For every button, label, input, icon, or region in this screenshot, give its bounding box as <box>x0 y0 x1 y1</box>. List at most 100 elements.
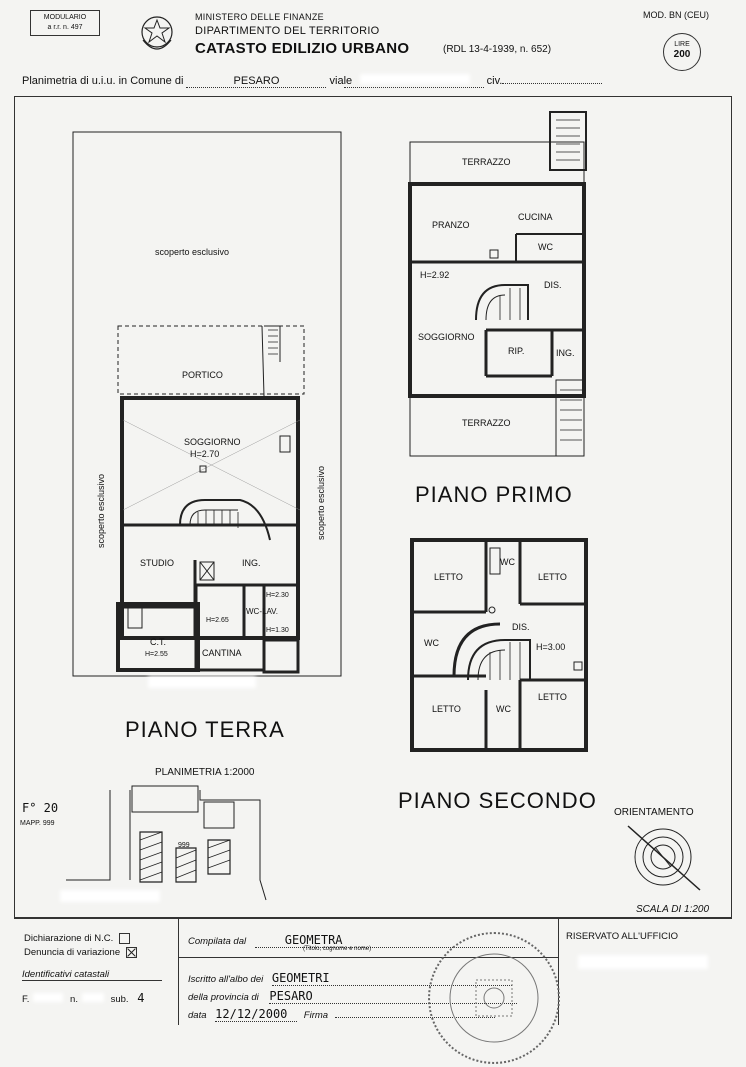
f-label: F. <box>22 994 30 1005</box>
identificativi-row: F. n. sub. 4 <box>22 991 172 1005</box>
lire-stamp: LIRE 200 <box>663 33 701 71</box>
department-name: DIPARTIMENTO DEL TERRITORIO <box>195 25 380 37</box>
republic-emblem-icon <box>141 16 173 50</box>
modulario-code: a r.r. n. 497 <box>47 24 83 31</box>
identificativi-label: Identificativi catastali <box>22 969 162 981</box>
terra-studio: STUDIO <box>140 558 174 568</box>
primo-wc: WC <box>538 242 553 252</box>
data-value: 12/12/2000 <box>215 1007 298 1022</box>
dichiarazione-checkbox <box>119 933 131 944</box>
terra-wc-lav: WC-LAV. <box>246 607 278 616</box>
terra-h-soggiorno: H=2.70 <box>190 449 219 459</box>
secondo-h: H=3.00 <box>536 642 565 652</box>
terra-ct: C.T. <box>150 637 166 647</box>
secondo-dis: DIS. <box>512 622 530 632</box>
terra-cantina: CANTINA <box>202 648 242 658</box>
terra-lot-outline <box>72 131 342 677</box>
document-title: CATASTO EDILIZIO URBANO <box>195 40 410 57</box>
footer-panel: Dichiarazione di N.C. Denuncia di variaz… <box>14 918 732 1025</box>
official-stamp <box>428 932 560 1064</box>
dichiarazione-label: Dichiarazione di N.C. <box>24 933 114 945</box>
stamp-seal-icon <box>449 953 539 1043</box>
terra-scoperto: scoperto esclusivo <box>155 247 229 257</box>
via-label: via <box>329 75 344 87</box>
provincia-value: PESARO <box>269 989 518 1004</box>
primo-h: H=2.92 <box>420 270 449 280</box>
terra-scoperto-left: scoperto esclusivo <box>96 474 106 548</box>
terra-house-walls <box>120 396 300 640</box>
compilata-label: Compilata dal <box>188 936 247 947</box>
lire-label: LIRE <box>674 41 690 48</box>
planimetria-2000-label: PLANIMETRIA 1:2000 <box>155 767 255 778</box>
footer-left-cell: Dichiarazione di N.C. Denuncia di variaz… <box>14 919 179 1025</box>
primo-dis: DIS. <box>544 280 562 290</box>
modulario-box: MODULARIO a r.r. n. 497 <box>30 10 100 36</box>
mapp-small-label: 999 <box>178 842 190 849</box>
modulario-label: MODULARIO <box>43 14 87 21</box>
secondo-house-walls <box>410 538 588 752</box>
law-reference: (RDL 13-4-1939, n. 652) <box>443 44 552 55</box>
secondo-wc-1: WC <box>500 557 515 567</box>
firma-label: Firma <box>303 1010 329 1021</box>
secondo-letto-2: LETTO <box>538 572 567 582</box>
secondo-letto-3: LETTO <box>432 704 461 714</box>
terra-h-cantina: H=2.65 <box>206 617 229 624</box>
piano-primo-title: PIANO PRIMO <box>415 482 573 507</box>
model-code: MOD. BN (CEU) <box>643 10 709 20</box>
terra-portico: PORTICO <box>182 370 223 380</box>
sub-label: sub. <box>110 994 129 1005</box>
data-row: data 12/12/2000 Firma <box>188 1007 495 1022</box>
iscritto-value: GEOMETRI <box>271 971 512 986</box>
via-value: le <box>343 75 353 87</box>
foglio-label: F° 20 <box>22 801 58 815</box>
terra-h-wc2: H=1.30 <box>266 627 289 634</box>
lire-value: 200 <box>673 49 691 60</box>
denuncia-checkbox <box>126 947 138 958</box>
comune-value: PESARO <box>186 75 327 88</box>
redacted-map-note <box>60 890 160 902</box>
compilata-value: GEOMETRA <box>254 933 525 948</box>
redacted-terra-note <box>148 676 256 688</box>
redacted-office <box>578 955 708 969</box>
secondo-wc-3: WC <box>496 704 511 714</box>
footer-right-cell: RISERVATO ALL'UFFICIO <box>558 919 732 1025</box>
data-label: data <box>188 1010 207 1021</box>
civ-label: civ. <box>486 75 503 87</box>
portico-outline <box>117 325 305 395</box>
footer-middle-cell: Compilata dal GEOMETRA (Titolo, cognome … <box>178 919 559 1025</box>
terra-ing: ING. <box>242 558 261 568</box>
primo-rip: RIP. <box>508 346 524 356</box>
primo-pranzo: PRANZO <box>432 220 470 230</box>
dichiarazione-row: Dichiarazione di N.C. <box>24 933 131 945</box>
scala-label: SCALA DI 1:200 <box>636 904 709 915</box>
titolo-hint: (Titolo, cognome e nome) <box>303 946 372 952</box>
primo-soggiorno: SOGGIORNO <box>418 332 475 342</box>
provincia-label: della provincia di <box>188 992 259 1003</box>
secondo-letto-4: LETTO <box>538 692 567 702</box>
redacted-address <box>360 74 471 84</box>
denuncia-row: Denuncia di variazione <box>24 947 138 959</box>
divider <box>178 957 558 958</box>
ministry-name: MINISTERO DELLE FINANZE <box>195 12 324 22</box>
terra-soggiorno: SOGGIORNO <box>184 437 241 447</box>
denuncia-label: Denuncia di variazione <box>24 947 121 959</box>
floor-plans-drawing: PIANO TERRA PIANO PRIMO PIANO SECONDO PL… <box>20 111 709 915</box>
planimetria-label: Planimetria di u.i.u. in Comune di <box>22 75 184 87</box>
primo-terrazzo-bottom-label: TERRAZZO <box>462 418 511 428</box>
firma-line <box>334 1017 495 1018</box>
piano-terra-title: PIANO TERRA <box>125 717 285 742</box>
iscritto-label: Iscritto all'albo dei <box>188 974 264 985</box>
n-label: n. <box>70 994 78 1005</box>
sub-value: 4 <box>137 991 145 1005</box>
primo-terrazzo-top-label: TERRAZZO <box>462 157 511 167</box>
orientamento-label: ORIENTAMENTO <box>614 807 694 818</box>
provincia-row: della provincia di PESARO <box>188 989 518 1004</box>
piano-secondo-title: PIANO SECONDO <box>398 788 597 813</box>
terra-h-wc1: H=2.30 <box>266 592 289 599</box>
terra-h-ct: H=2.55 <box>145 651 168 658</box>
planimetria-line: Planimetria di u.i.u. in Comune di PESAR… <box>22 74 603 88</box>
compilata-row: Compilata dal GEOMETRA (Titolo, cognome … <box>188 933 553 952</box>
secondo-wc-2: WC <box>424 638 439 648</box>
riservato-label: RISERVATO ALL'UFFICIO <box>566 931 678 942</box>
drawing-frame <box>14 96 732 918</box>
